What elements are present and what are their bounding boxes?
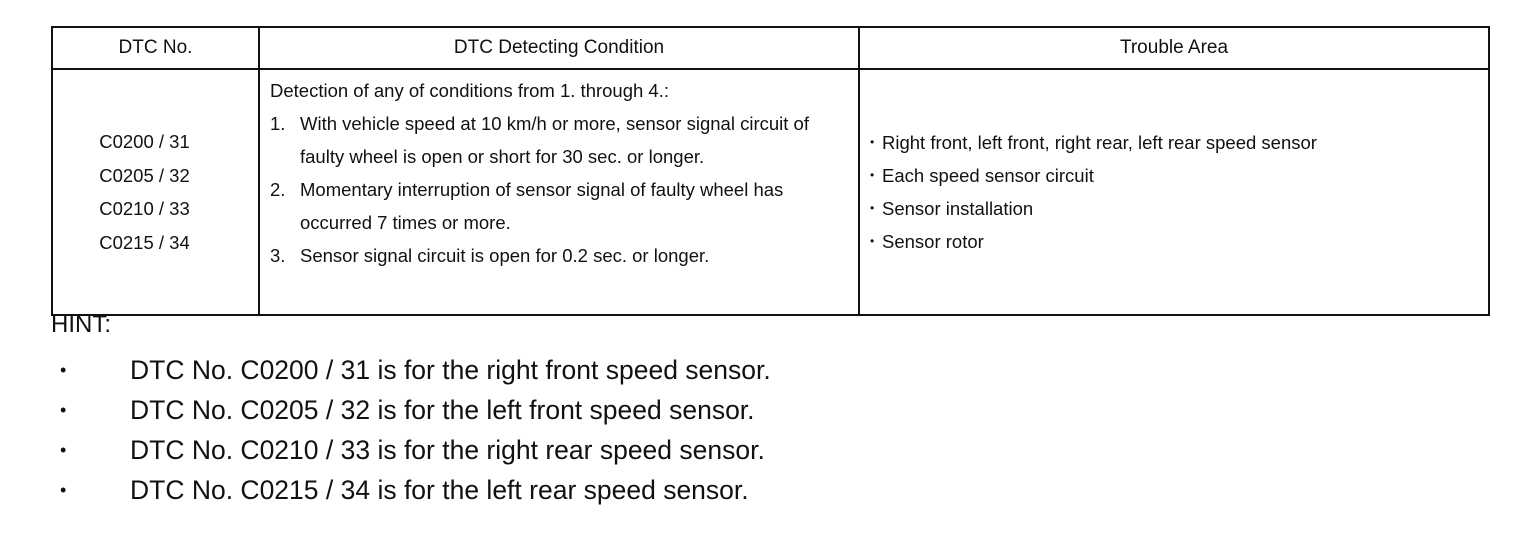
hint-item: • DTC No. C0215 / 34 is for the left rea… — [60, 470, 771, 510]
bullet-icon: • — [60, 440, 67, 460]
bullet-icon: • — [870, 168, 875, 182]
hint-title: HINT: — [51, 311, 111, 338]
dtc-code: C0205 / 32 — [99, 164, 190, 186]
bullet-icon: • — [60, 400, 67, 420]
hint-text: DTC No. C0210 / 33 is for the right rear… — [130, 435, 765, 465]
table-header-row: DTC No. DTC Detecting Condition Trouble … — [51, 26, 1490, 70]
condition-text: Sensor signal circuit is open for 0.2 se… — [300, 245, 710, 266]
condition-text: With vehicle speed at 10 km/h or more, s… — [300, 113, 809, 167]
dtc-code: C0210 / 33 — [99, 198, 190, 219]
condition-item: 1. With vehicle speed at 10 km/h or more… — [270, 107, 846, 173]
condition-number: 2. — [270, 179, 286, 200]
condition-item: 3. Sensor signal circuit is open for 0.2… — [270, 239, 846, 272]
trouble-area-cell: • Right front, left front, right rear, l… — [858, 68, 1490, 316]
hint-text: DTC No. C0215 / 34 is for the left rear … — [130, 475, 749, 505]
hint-list: • DTC No. C0200 / 31 is for the right fr… — [60, 350, 771, 510]
bullet-icon: • — [60, 480, 67, 500]
bullet-icon: • — [60, 360, 67, 380]
dtc-codes-cell: C0200 / 31 C0205 / 32 C0210 / 33 C0215 /… — [51, 68, 260, 316]
table-row: C0200 / 31 C0205 / 32 C0210 / 33 C0215 /… — [51, 68, 1490, 316]
bullet-icon: • — [870, 234, 875, 248]
hint-item: • DTC No. C0200 / 31 is for the right fr… — [60, 350, 771, 390]
hint-text: DTC No. C0200 / 31 is for the right fron… — [130, 355, 771, 385]
trouble-area-item: • Sensor rotor — [870, 225, 1488, 258]
trouble-area-text: Sensor installation — [882, 198, 1034, 219]
trouble-area-text: Right front, left front, right rear, lef… — [882, 132, 1317, 153]
trouble-area-item: • Sensor installation — [870, 192, 1488, 225]
header-dtc-no: DTC No. — [51, 26, 260, 70]
condition-number: 1. — [270, 113, 286, 134]
hint-item: • DTC No. C0205 / 32 is for the left fro… — [60, 390, 771, 430]
bullet-icon: • — [870, 135, 875, 149]
trouble-area-item: • Each speed sensor circuit — [870, 159, 1488, 192]
trouble-area-text: Each speed sensor circuit — [882, 165, 1094, 186]
bullet-icon: • — [870, 201, 875, 215]
condition-item: 2. Momentary interruption of sensor sign… — [270, 173, 846, 239]
condition-intro: Detection of any of conditions from 1. t… — [270, 80, 670, 101]
hint-item: • DTC No. C0210 / 33 is for the right re… — [60, 430, 771, 470]
header-trouble-area: Trouble Area — [858, 26, 1490, 70]
trouble-area-item: • Right front, left front, right rear, l… — [870, 126, 1488, 159]
trouble-area-text: Sensor rotor — [882, 231, 984, 252]
hint-text: DTC No. C0205 / 32 is for the left front… — [130, 395, 755, 425]
condition-number: 3. — [270, 245, 286, 266]
condition-text: Momentary interruption of sensor signal … — [300, 179, 784, 233]
dtc-table: DTC No. DTC Detecting Condition Trouble … — [51, 26, 1490, 316]
dtc-code: C0215 / 34 — [99, 231, 190, 253]
header-detecting-condition: DTC Detecting Condition — [258, 26, 860, 70]
detecting-condition-cell: Detection of any of conditions from 1. t… — [258, 68, 860, 316]
dtc-code: C0200 / 31 — [99, 131, 190, 152]
